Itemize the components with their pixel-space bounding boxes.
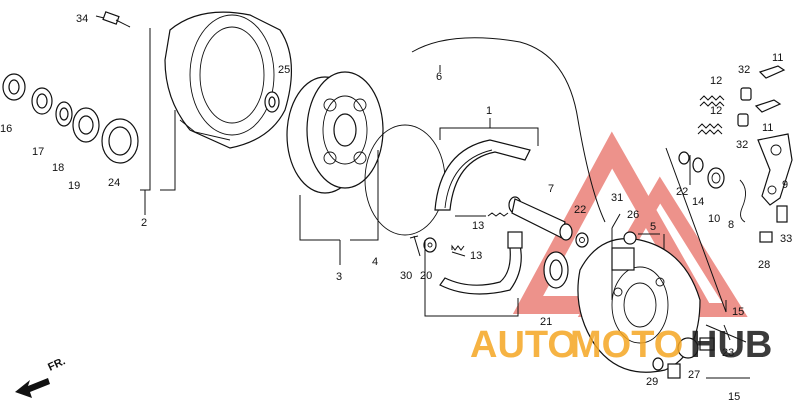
spring-13-a [487,212,509,217]
label-25: 25 [278,64,290,76]
label-13-b: 13 [470,250,482,262]
label-12-bottom: 12 [710,105,722,117]
label-6: 6 [436,71,442,83]
leader-lines [140,28,731,341]
brake-panel-5 [577,238,701,373]
svg-text:HUB: HUB [690,324,772,366]
label-32-bottom: 32 [736,139,748,151]
label-26: 26 [627,209,639,221]
label-3: 3 [336,271,342,283]
nut-16 [2,73,26,101]
washer-22-mid [575,232,589,248]
label-33: 33 [780,233,792,245]
seal-21 [543,251,569,289]
part-number-labels: 34 25 16 17 18 19 24 2 6 1 3 4 30 20 13 … [0,13,792,403]
plug-32-top [740,87,752,101]
pin-11-top [758,65,786,79]
label-16: 16 [0,123,12,135]
brake-arm-9 [757,133,793,206]
label-31: 31 [611,192,623,204]
label-22-right: 22 [676,186,688,198]
label-29: 29 [646,376,658,388]
seal-25 [264,91,280,113]
label-24: 24 [108,177,120,189]
label-22-mid: 22 [574,204,586,216]
label-13-a: 13 [472,220,484,232]
label-30: 30 [400,270,412,282]
bearing-24 [101,118,139,164]
label-28: 28 [758,259,770,271]
pin-30 [409,235,421,257]
label-2: 2 [141,217,147,229]
label-15-lower: 15 [728,391,740,403]
bearing-17 [31,87,53,115]
bolt-34 [95,11,131,28]
front-direction-label: FR. [46,355,67,373]
spring-12-bottom [697,123,723,135]
seal-19 [72,107,100,143]
ring-10 [707,167,725,189]
label-14: 14 [692,196,704,208]
svg-text:MOTO: MOTO [570,324,683,366]
nut-23 [699,337,715,351]
washer-20 [423,237,437,253]
washer-18 [55,101,73,127]
cam-shaft-7 [508,196,573,241]
brake-drum-3 [286,71,384,194]
label-9: 9 [782,179,788,191]
label-10: 10 [708,213,720,225]
label-27: 27 [688,369,700,381]
spring-13-b [451,244,465,251]
washer-29 [652,357,664,371]
plug-32-bottom [737,113,749,127]
brake-housing-2 [164,11,292,149]
washer-26 [623,231,637,245]
label-5: 5 [650,221,656,233]
stud-15-upper [705,324,747,343]
svg-text:AUTO: AUTO [470,324,577,366]
washer-22-right [678,151,690,165]
label-21: 21 [540,316,552,328]
front-direction-arrow [15,378,50,398]
pin-11-bottom [754,99,782,113]
label-32-top: 32 [738,64,750,76]
label-12-top: 12 [710,75,722,87]
watermark-logo-text: AUTO MOTO HUB [470,324,772,366]
cable-6 [411,37,606,223]
label-15-upper: 15 [732,306,744,318]
brake-shoe-upper [434,139,531,211]
label-7: 7 [548,183,554,195]
label-4: 4 [372,256,378,268]
label-11-bottom: 11 [762,122,773,134]
label-19: 19 [68,180,80,192]
brake-shoe-lower [439,231,523,295]
label-23: 23 [722,347,734,359]
washer-14 [692,157,704,173]
label-1: 1 [486,105,492,117]
label-18: 18 [52,162,64,174]
bolt-33 [776,205,788,223]
label-20: 20 [420,270,432,282]
label-17: 17 [32,146,44,158]
label-8: 8 [728,219,734,231]
spring-8 [739,179,746,223]
label-34: 34 [76,13,88,25]
nut-28 [759,231,773,243]
spring-12-top [699,95,725,107]
label-11-top: 11 [772,52,783,64]
bolt-27 [667,363,681,379]
